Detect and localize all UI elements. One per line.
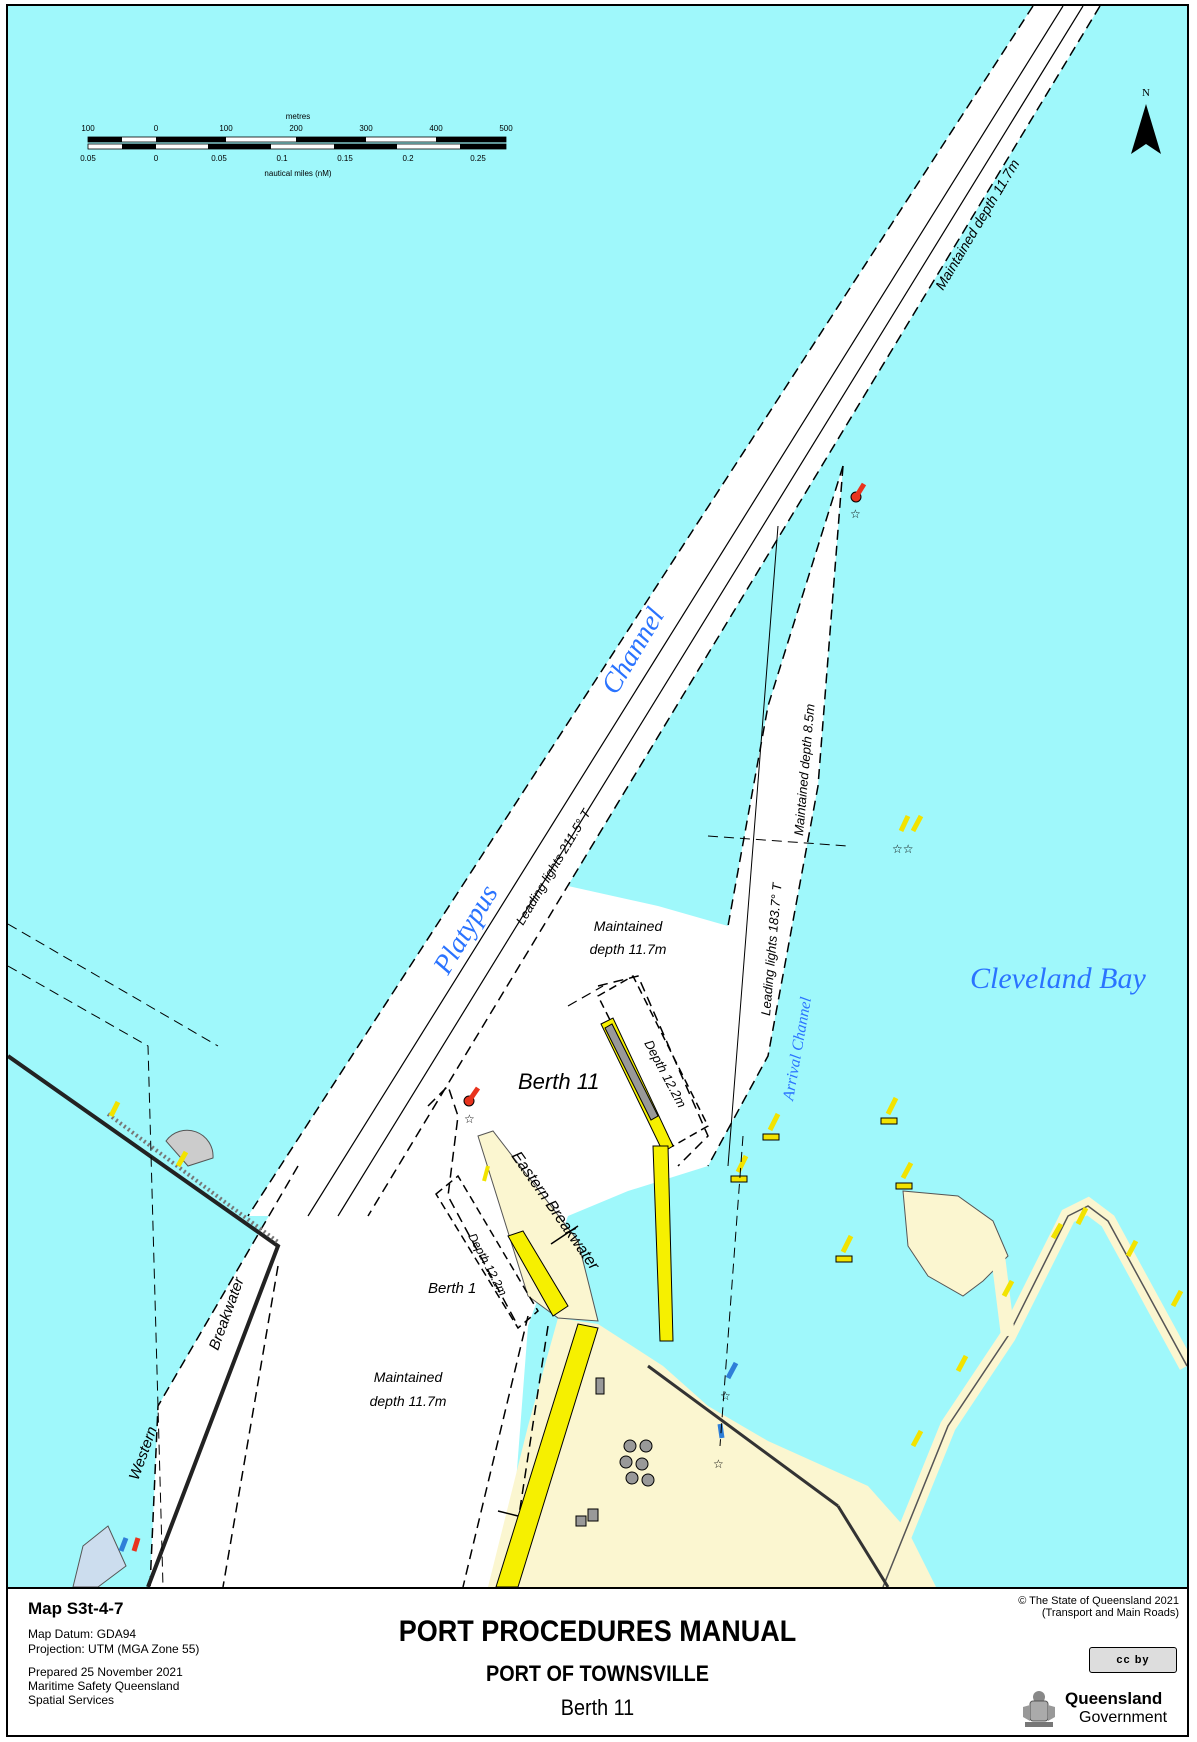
yellow-markers-east xyxy=(108,1096,1184,1448)
qld-name: Queensland xyxy=(1065,1689,1163,1708)
red-marker-1: ☆ xyxy=(850,482,867,521)
dept-name: Spatial Services xyxy=(28,1693,115,1707)
prepared-date: Prepared 25 November 2021 xyxy=(28,1665,183,1679)
scale-bottom-tick: 0.05 xyxy=(211,154,227,163)
north-label: N xyxy=(1142,87,1150,99)
label-depth-117-b: depth 11.7m xyxy=(370,1393,447,1409)
svg-text:☆: ☆ xyxy=(464,1112,475,1126)
yellow-markers-pair: ☆☆ xyxy=(892,814,924,856)
map-datum: Map Datum: GDA94 xyxy=(28,1627,137,1641)
dredged-basin xyxy=(150,466,843,1587)
scale-top-tick: 400 xyxy=(429,124,443,133)
scale-bottom-tick: 0.25 xyxy=(470,154,486,163)
scale-bottom-unit: nautical miles (nM) xyxy=(264,169,331,178)
scale-bottom-tick: 0.05 xyxy=(80,154,96,163)
eastern-breakwater-land xyxy=(477,1130,599,1322)
org-name: Maritime Safety Queensland xyxy=(28,1679,180,1693)
copyright-line-2: (Transport and Main Roads) xyxy=(1041,1607,1179,1619)
berth-11-causeway xyxy=(652,1145,674,1342)
berth-subtitle: Berth 11 xyxy=(560,1695,635,1720)
label-berth-11: Berth 11 xyxy=(518,1069,600,1094)
western-wharf xyxy=(495,1323,599,1587)
svg-text:☆: ☆ xyxy=(850,507,861,521)
red-marker-2: ☆ xyxy=(463,1086,481,1126)
berth-11-hatched xyxy=(604,1023,659,1121)
label-cleveland-bay: Cleveland Bay xyxy=(970,962,1146,995)
western-breakwater xyxy=(8,1054,281,1587)
label-maintained-1: Maintained xyxy=(594,918,664,934)
label-berth-1: Berth 1 xyxy=(428,1280,476,1297)
map-footer: Map S3t-4-7 Map Datum: GDA94 Projection:… xyxy=(8,1587,1187,1735)
cc-license-icon[interactable]: cc by xyxy=(1089,1647,1177,1673)
copyright-line-1: © The State of Queensland 2021 xyxy=(1018,1595,1179,1607)
scale-bar: metres 100 0 100 200 300 400 500 0.05 0 … xyxy=(80,112,513,178)
platypus-channel xyxy=(248,6,1100,1216)
east-pier-land xyxy=(902,1190,1009,1297)
map-id: Map S3t-4-7 xyxy=(28,1599,124,1618)
qld-government: Government xyxy=(1079,1709,1168,1726)
scale-top-tick: 200 xyxy=(289,124,303,133)
svg-text:☆: ☆ xyxy=(713,1457,724,1471)
crest-icon xyxy=(1023,1691,1055,1727)
queensland-government-logo: Queensland Government xyxy=(1019,1685,1179,1733)
port-map: ☆ ☆ ☆☆ ☆ ☆ xyxy=(8,6,1187,1587)
scale-top-tick: 100 xyxy=(219,124,233,133)
berth-1-wharf xyxy=(507,1230,569,1317)
map-projection: Projection: UTM (MGA Zone 55) xyxy=(28,1642,200,1656)
scale-top-tick: 0 xyxy=(154,124,159,133)
north-arrow-icon: N xyxy=(1131,87,1161,154)
map-frame: ☆ ☆ ☆☆ ☆ ☆ xyxy=(6,4,1189,1737)
scale-bottom-tick: 0.1 xyxy=(276,154,288,163)
scale-top-tick: 500 xyxy=(499,124,513,133)
scale-bottom-tick: 0.15 xyxy=(337,154,353,163)
scale-top-tick: 100 xyxy=(81,124,95,133)
copyright: © The State of Queensland 2021 (Transpor… xyxy=(1018,1595,1179,1619)
scale-bottom-tick: 0 xyxy=(154,154,159,163)
label-maintained-2: Maintained xyxy=(374,1369,444,1385)
label-depth-117-a: depth 11.7m xyxy=(590,941,667,957)
scale-bottom-tick: 0.2 xyxy=(402,154,414,163)
scale-top-tick: 300 xyxy=(359,124,373,133)
svg-text:☆☆: ☆☆ xyxy=(892,842,914,856)
page-subtitle: PORT OF TOWNSVILLE xyxy=(486,1661,709,1686)
berth-1-box xyxy=(435,1174,539,1330)
scale-top-unit: metres xyxy=(286,112,310,121)
svg-text:☆: ☆ xyxy=(720,1389,731,1403)
page-title: PORT PROCEDURES MANUAL xyxy=(398,1615,797,1648)
